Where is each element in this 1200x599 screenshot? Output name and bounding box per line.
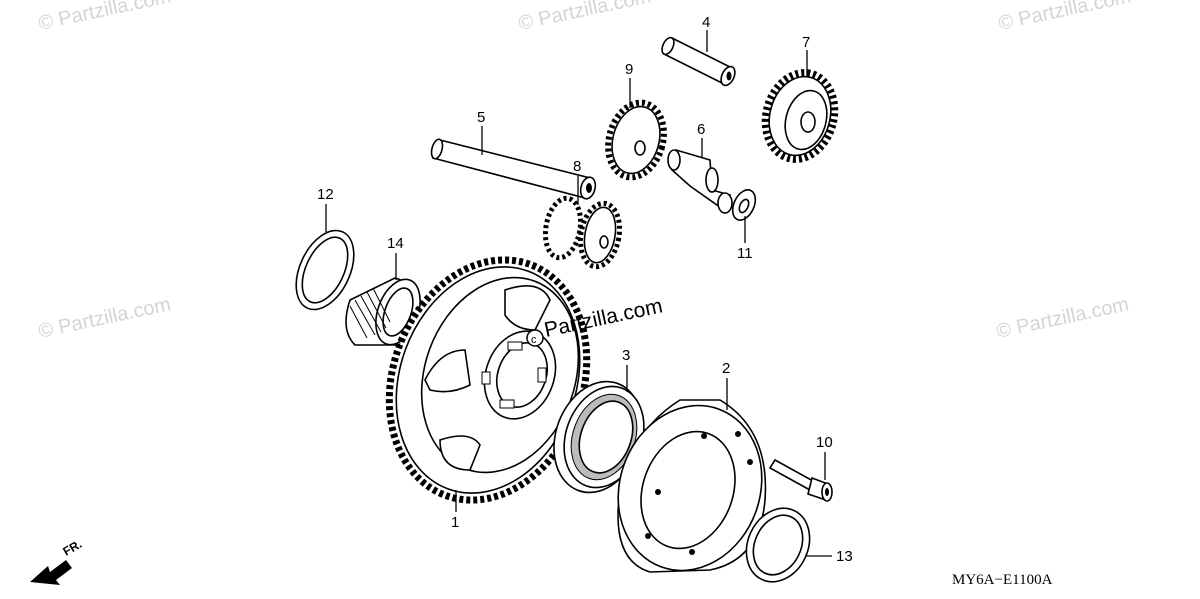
label-part-6: 6 xyxy=(697,121,705,138)
watermark-top-right: © Partzilla.com xyxy=(996,0,1132,35)
svg-text:c: c xyxy=(531,334,537,346)
watermark-mid-left: © Partzilla.com xyxy=(36,293,172,343)
part-13-washer xyxy=(745,507,811,583)
part-9-gear xyxy=(605,99,667,181)
front-indicator-text: FR. xyxy=(61,537,85,559)
part-6-stepped-shaft xyxy=(667,148,733,214)
part-4-shaft xyxy=(661,36,736,87)
label-part-11: 11 xyxy=(737,245,753,262)
label-part-7: 7 xyxy=(802,34,810,51)
label-part-8: 8 xyxy=(573,158,581,175)
watermark-mid-right: © Partzilla.com xyxy=(994,293,1130,343)
label-part-3: 3 xyxy=(622,347,630,364)
part-2-clutch-outer xyxy=(617,399,767,573)
part-labels: 1 2 3 4 5 6 7 8 9 10 11 12 13 14 xyxy=(317,14,853,565)
part-7-gear xyxy=(761,69,839,163)
label-part-2: 2 xyxy=(722,360,730,377)
part-11-washer xyxy=(731,189,757,221)
part-12-washer xyxy=(295,229,355,311)
watermark-top-center: © Partzilla.com xyxy=(516,0,652,35)
front-indicator: FR. xyxy=(30,537,84,585)
label-part-5: 5 xyxy=(477,109,485,126)
label-part-9: 9 xyxy=(625,61,633,78)
label-part-4: 4 xyxy=(702,14,710,31)
part-5-shaft xyxy=(430,138,597,200)
part-10-bolt xyxy=(768,458,833,502)
label-part-12: 12 xyxy=(317,186,334,203)
label-part-13: 13 xyxy=(836,548,853,565)
label-part-1: 1 xyxy=(451,514,459,531)
leader-lines xyxy=(325,30,832,557)
label-part-10: 10 xyxy=(816,434,833,451)
watermark-top-left: © Partzilla.com xyxy=(36,0,172,35)
part-8-double-gear xyxy=(542,195,623,270)
front-arrow-icon xyxy=(30,560,72,585)
label-part-14: 14 xyxy=(387,235,404,252)
watermarks: © Partzilla.com © Partzilla.com © Partzi… xyxy=(36,0,1132,343)
diagram-code: MY6A−E1100A xyxy=(952,572,1053,588)
